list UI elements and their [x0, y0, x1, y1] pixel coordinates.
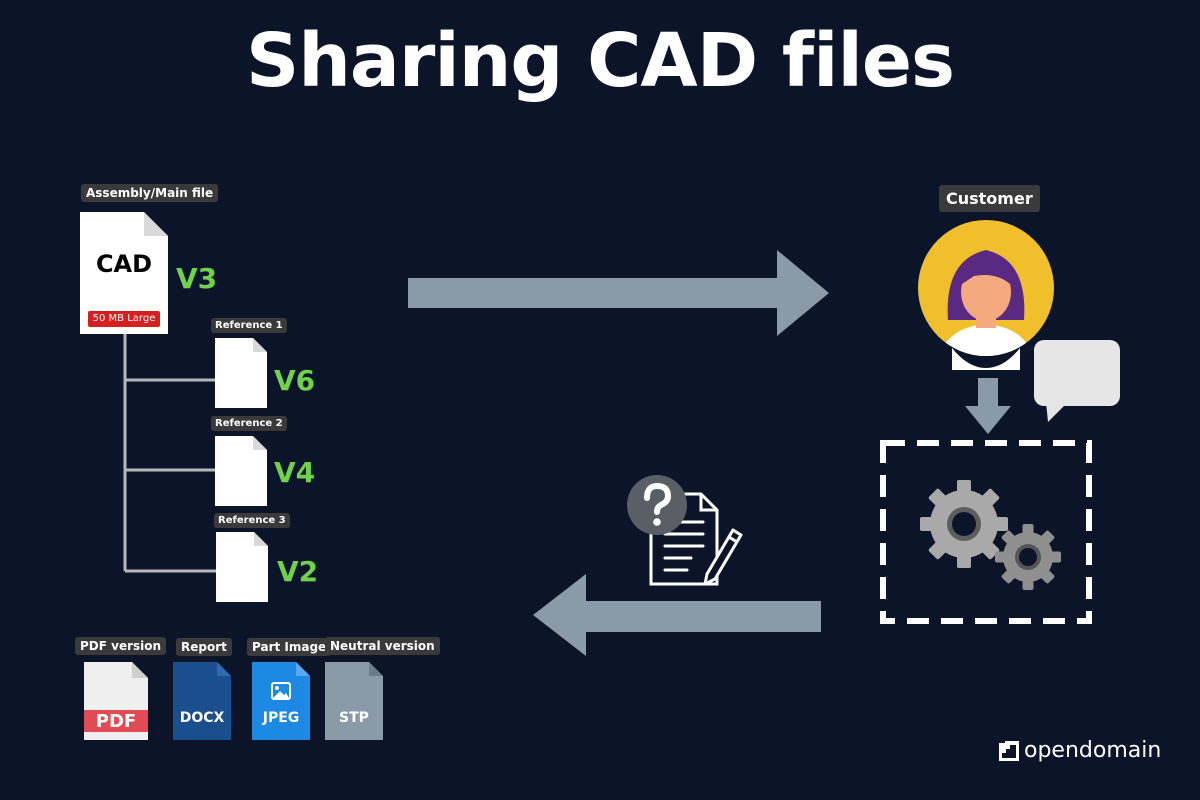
stp-file-icon: [325, 662, 383, 740]
reference-3-tag: Reference 3: [214, 513, 290, 528]
small-gear-icon: [995, 524, 1061, 590]
pdf-version-tag: PDF version: [75, 637, 167, 655]
speech-bubble-icon: [1034, 340, 1120, 422]
reference-1-version: V6: [274, 364, 316, 397]
customer-tag: Customer: [939, 185, 1040, 212]
gears-processing-box: [880, 440, 1092, 624]
page-title: Sharing CAD files: [245, 18, 955, 104]
cad-label: CAD: [95, 250, 153, 278]
down-arrow-icon: [965, 378, 1011, 434]
report-tag: Report: [176, 638, 232, 656]
reference-1-tag: Reference 1: [211, 318, 287, 333]
pdf-label: PDF: [95, 711, 137, 732]
reference-2-tag: Reference 2: [211, 416, 287, 431]
jpeg-file-icon: [252, 662, 310, 740]
pen-icon: [703, 528, 743, 586]
image-icon: [271, 682, 291, 700]
size-badge: 50 MB Large: [88, 311, 160, 327]
stp-label: STP: [339, 710, 369, 726]
docx-label: DOCX: [179, 710, 225, 726]
pdf-file-icon: [84, 662, 148, 740]
opendomain-logo-icon: [999, 740, 1019, 761]
return-arrow-icon: [533, 574, 821, 656]
main-version: V3: [176, 262, 218, 295]
docx-file-icon: [173, 662, 231, 740]
question-document-icon: [627, 475, 743, 586]
reference-2-file-icon: [215, 436, 267, 506]
reference-1-file-icon: [215, 338, 267, 408]
opendomain-logo: opendomain: [998, 738, 1161, 763]
reference-2-version: V4: [274, 456, 316, 489]
main-file-tag: Assembly/Main file: [81, 184, 219, 202]
reference-3-file-icon: [216, 532, 268, 602]
reference-3-version: V2: [277, 555, 319, 588]
logo-text: opendomain: [1024, 738, 1162, 763]
neutral-version-tag: Neutral version: [325, 637, 440, 655]
customer-avatar-icon: [918, 220, 1054, 370]
large-gear-icon: [920, 480, 1008, 568]
part-image-tag: Part Image: [247, 638, 332, 656]
send-arrow-icon: [408, 250, 829, 336]
cad-file-icon: [80, 212, 168, 334]
jpeg-label: JPEG: [262, 710, 300, 726]
question-mark-icon: [627, 475, 687, 535]
